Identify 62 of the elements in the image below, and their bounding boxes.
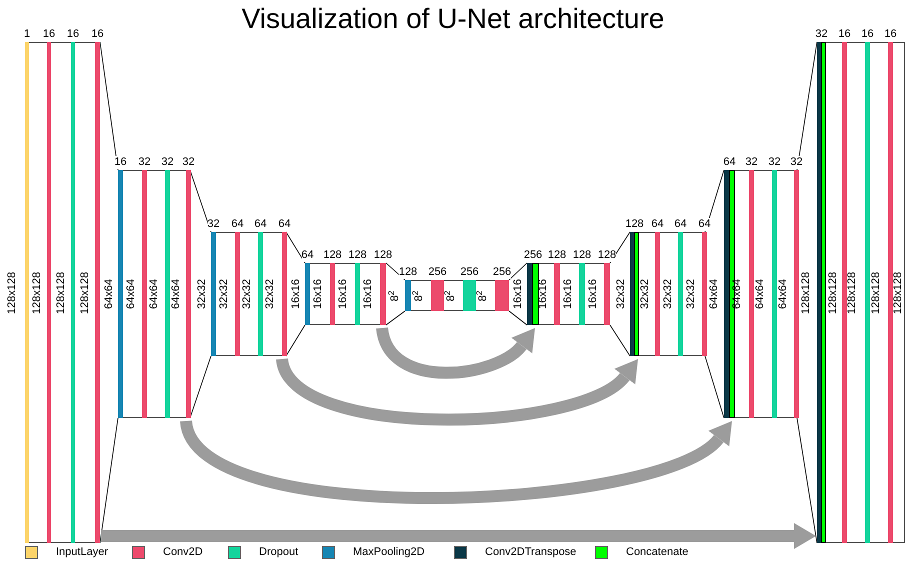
feature-map-size: 128x128: [31, 271, 43, 314]
feature-map-size: 128x128: [846, 271, 858, 314]
legend-label: Concatenate: [626, 546, 688, 559]
channel-count: 64: [698, 218, 711, 231]
connector-line: [286, 324, 306, 356]
legend-label: Conv2DTranspose: [485, 546, 576, 559]
connector-line: [386, 262, 406, 280]
connector-line: [704, 170, 724, 232]
channel-count: 16: [114, 156, 127, 169]
connector-line: [100, 42, 118, 170]
channel-count: 128: [398, 266, 418, 279]
feature-map-size: 64x64: [148, 279, 160, 309]
connector-line: [190, 170, 212, 232]
feature-map-size: 32x32: [639, 279, 651, 309]
feature-map-size: 128x128: [800, 271, 812, 314]
skip-connection-arrow: [101, 523, 816, 549]
legend-label: Dropout: [259, 546, 298, 559]
feature-map-size: 128x128: [79, 271, 91, 314]
feature-map-size: 32x32: [662, 279, 674, 309]
feature-map-size: 64x64: [125, 279, 137, 309]
diagram-title: Visualization of U-Net architecture: [240, 2, 666, 36]
connector-line: [508, 310, 528, 326]
feature-map-size: 32x32: [615, 279, 627, 309]
feature-map-size: 128x128: [827, 271, 839, 314]
feature-map-size: 16x16: [290, 279, 302, 309]
feature-map-size: 32x32: [685, 279, 697, 309]
feature-map-size: 128x128: [6, 271, 18, 314]
channel-count: 64: [301, 249, 314, 262]
skip-connection-arrow: [376, 326, 538, 379]
channel-count: 32: [207, 218, 220, 231]
channel-count: 32: [790, 156, 803, 169]
connector-line: [704, 356, 724, 418]
legend-label: MaxPooling2D: [353, 546, 425, 559]
feature-map-size: 16x16: [562, 279, 574, 309]
feature-map-size: 32x32: [264, 279, 276, 309]
legend-label: InputLayer: [56, 546, 108, 559]
layer-block: [388, 266, 509, 311]
connector-line: [796, 42, 818, 170]
channel-count: 256: [492, 266, 512, 279]
legend-label: Conv2D: [163, 546, 203, 559]
feature-map-size: 64x64: [754, 279, 766, 309]
feature-map-size: 64x64: [103, 279, 115, 309]
feature-map-size: 64x64: [170, 279, 182, 309]
feature-map-size: 32x32: [241, 279, 253, 309]
feature-map-size: 16x16: [337, 279, 349, 309]
feature-map-size: 128x128: [892, 271, 904, 314]
connector-line: [190, 356, 212, 418]
feature-map-size: 32x32: [196, 279, 208, 309]
connector-line: [610, 324, 630, 356]
feature-map-size: 64x64: [777, 279, 789, 309]
feature-map-size: 16x16: [312, 279, 324, 309]
feature-map-size: 16x16: [512, 279, 524, 309]
feature-map-size: 16x16: [587, 279, 599, 309]
feature-map-size: 32x32: [218, 279, 230, 309]
feature-map-size: 64x64: [708, 279, 720, 309]
connector-line: [386, 310, 406, 326]
feature-map-size: 128x128: [55, 271, 67, 314]
connector-line: [286, 232, 306, 264]
channel-count: 128: [598, 249, 616, 262]
feature-map-size: 128x128: [870, 271, 882, 314]
connector-line: [508, 262, 528, 280]
feature-map-size: 16x16: [362, 279, 374, 309]
